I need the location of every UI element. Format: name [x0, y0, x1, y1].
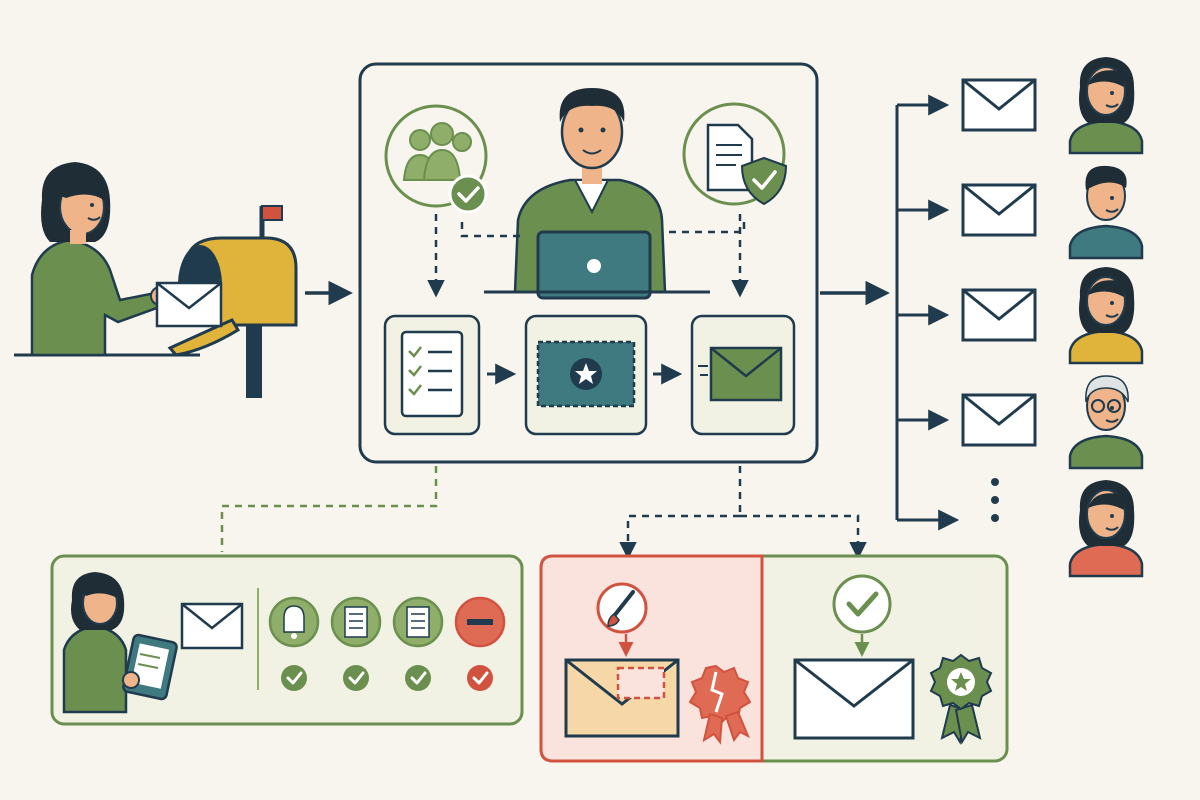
- checklist-step: [383, 314, 481, 436]
- recipient-envelope-icon: [961, 183, 1037, 237]
- recipient-with-tablet: [62, 572, 178, 714]
- broken-seal-icon: [688, 664, 752, 745]
- envelope-icon: [155, 281, 223, 328]
- tampered-envelope-icon: [564, 658, 680, 738]
- tampering-brush-icon: [596, 582, 648, 634]
- sending-envelope-step: [690, 314, 796, 436]
- hub-to-notification-link: [220, 466, 438, 552]
- hub-to-audit-links: [619, 466, 867, 560]
- mailbox-icon: [155, 205, 298, 398]
- recipient-person: [1068, 267, 1144, 365]
- blocked-icon: [454, 596, 506, 648]
- recipient-envelope-icon: [961, 393, 1037, 447]
- status-check-icon: [405, 665, 431, 691]
- bell-icon: [268, 596, 320, 648]
- recipient-person: [1068, 480, 1144, 578]
- notes-icon: [392, 596, 444, 648]
- recipient-branches: [895, 94, 960, 531]
- approved-check-icon: [832, 574, 892, 634]
- status-check-icon: [467, 665, 493, 691]
- recipient-envelope-icon: [961, 288, 1037, 342]
- more-recipients-ellipsis: [991, 478, 999, 522]
- award-seal-icon: [929, 653, 993, 745]
- group-verified-icon: [384, 104, 488, 214]
- postage-stamp-step: [524, 314, 648, 436]
- envelope-icon: [180, 602, 244, 650]
- document-shield-icon: [682, 102, 788, 206]
- verification-links: [427, 214, 749, 298]
- status-check-icon: [343, 665, 369, 691]
- status-check-icon: [281, 665, 307, 691]
- recipient-person: [1068, 375, 1144, 470]
- recipient-person: [1068, 57, 1144, 155]
- authentic-envelope-icon: [793, 658, 915, 740]
- laptop-icon: [536, 230, 652, 300]
- operator-person: [484, 88, 710, 300]
- recipient-envelope-icon: [961, 78, 1037, 132]
- document-icon: [330, 596, 382, 648]
- recipient-person: [1068, 165, 1144, 260]
